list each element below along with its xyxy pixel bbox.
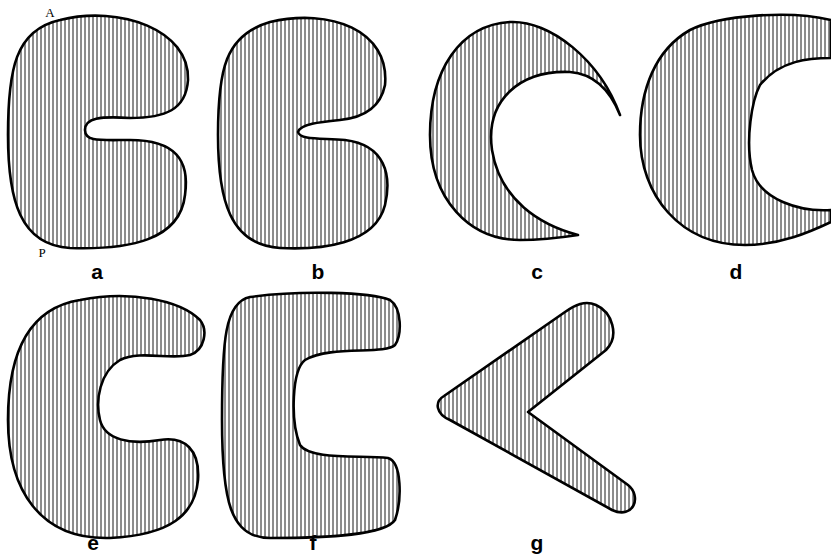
- panel-letter: g: [531, 532, 544, 553]
- shape-b: [218, 18, 387, 248]
- shape-e: [8, 296, 204, 538]
- panel-letter: a: [91, 261, 103, 282]
- axis-label: P: [38, 246, 45, 259]
- panel-letter: e: [87, 532, 99, 553]
- shape-c: [430, 22, 620, 240]
- axis-label: A: [45, 6, 54, 19]
- shape-g: [438, 303, 635, 512]
- panel-letter: f: [310, 532, 317, 553]
- panel-letter: d: [730, 261, 743, 282]
- panel-letter: c: [531, 261, 543, 282]
- shape-a: [8, 16, 188, 249]
- shape-f: [222, 293, 400, 538]
- shape-d: [640, 15, 831, 245]
- panel-letter: b: [312, 261, 325, 282]
